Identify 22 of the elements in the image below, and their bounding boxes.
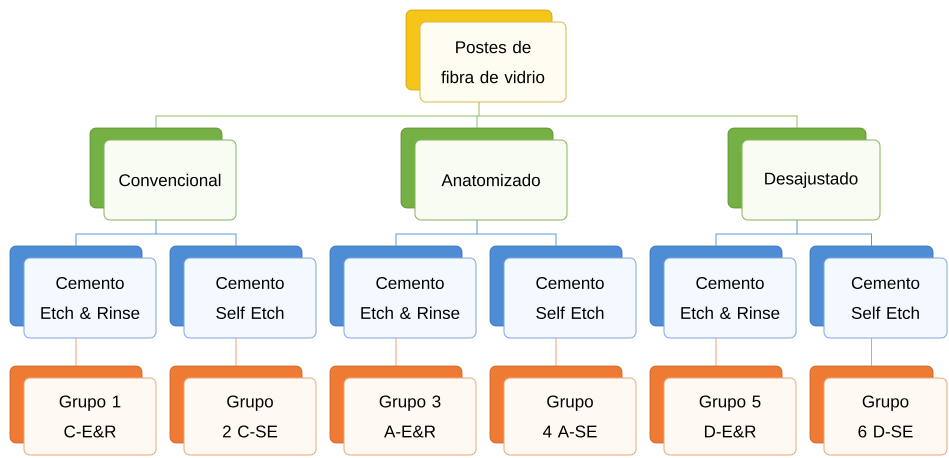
- hierarchy-box: Desajustado: [728, 128, 880, 220]
- hierarchy-box: Cemento Etch & Rinse: [650, 246, 796, 338]
- hierarchy-box: Cemento Self Etch: [490, 246, 636, 338]
- hierarchy-box: Convencional: [90, 128, 236, 220]
- connector: [871, 338, 872, 366]
- hierarchy-box: Grupo 3 A-E&R: [330, 366, 476, 456]
- hierarchy-box: Postes de fibra de vidrio: [406, 10, 566, 102]
- hierarchy-box: Cemento Self Etch: [810, 246, 948, 338]
- hierarchy-box: Grupo 4 A-SE: [490, 366, 636, 456]
- connector: [796, 220, 872, 246]
- hierarchy-box: Cemento Etch & Rinse: [10, 246, 156, 338]
- hierarchy-box: Grupo 5 D-E&R: [650, 366, 796, 456]
- hierarchy-box: Cemento Self Etch: [170, 246, 316, 338]
- hierarchy-box: Grupo 2 C-SE: [170, 366, 316, 456]
- hierarchy-box: Anatomizado: [400, 128, 568, 220]
- hierarchy-box: Cemento Etch & Rinse: [330, 246, 476, 338]
- hierarchy-box: Grupo 1 C-E&R: [10, 366, 156, 456]
- connector: [156, 220, 236, 246]
- hierarchy-box: Grupo 6 D-SE: [810, 366, 948, 456]
- connector: [716, 338, 717, 366]
- connector: [478, 102, 798, 128]
- connector: [476, 220, 556, 246]
